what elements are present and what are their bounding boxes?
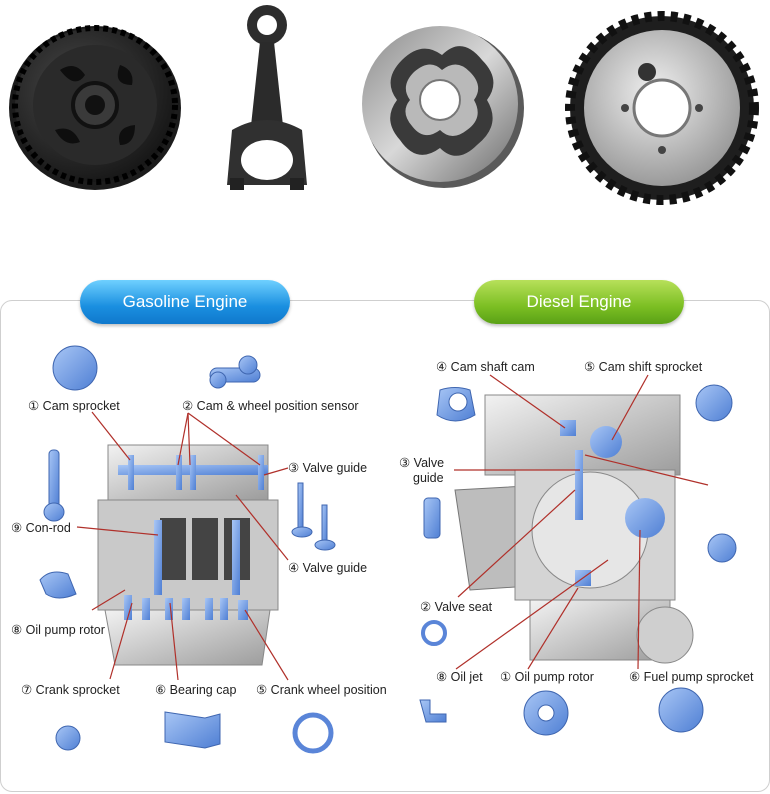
gasoline-part-thumbnails — [39, 345, 336, 754]
label-valve-guide-4: ④ Valve guide — [288, 561, 368, 575]
gasoline-engine-heading: Gasoline Engine — [80, 280, 290, 324]
label-cam-wheel-sensor: ② Cam & wheel position sensor — [182, 399, 359, 413]
label-valve-guide-diesel-2: guide — [413, 471, 444, 485]
label-oil-pump-rotor-diesel: ① Oil pump rotor — [500, 670, 594, 684]
oil-pump-rotor-photo — [362, 26, 524, 188]
label-crank-wheel-position: ⑤ Crank wheel position — [256, 683, 387, 697]
label-oil-jet: ⑧ Oil jet — [436, 670, 483, 684]
label-fuel-pump-sprocket: ⑥ Fuel pump sprocket — [629, 670, 754, 684]
label-oil-pump-rotor: ⑧ Oil pump rotor — [11, 623, 105, 637]
timing-pulley-photo — [9, 25, 181, 190]
label-crank-sprocket: ⑦ Crank sprocket — [21, 683, 120, 697]
diesel-leader-lines — [454, 374, 709, 670]
label-valve-guide-3: ③ Valve guide — [288, 461, 368, 475]
label-valve-guide-diesel-1: ③ Valve — [399, 456, 445, 470]
label-cam-sprocket: ① Cam sprocket — [28, 399, 120, 413]
label-cam-shift-sprocket: ⑤ Cam shift sprocket — [584, 360, 703, 374]
label-valve-seat: ② Valve seat — [420, 600, 493, 614]
connecting-rod-photo — [227, 5, 307, 190]
label-cam-shaft-cam: ④ Cam shaft cam — [436, 360, 535, 374]
cam-sprocket-photo — [565, 11, 759, 205]
diesel-engine-illustration — [454, 394, 694, 664]
diesel-engine-heading: Diesel Engine — [474, 280, 684, 324]
label-con-rod: ⑨ Con-rod — [11, 521, 71, 535]
label-bearing-cap: ⑥ Bearing cap — [155, 683, 237, 697]
gasoline-leader-lines — [76, 411, 289, 681]
diesel-part-thumbnails — [419, 384, 737, 736]
gasoline-engine-illustration — [97, 444, 279, 666]
